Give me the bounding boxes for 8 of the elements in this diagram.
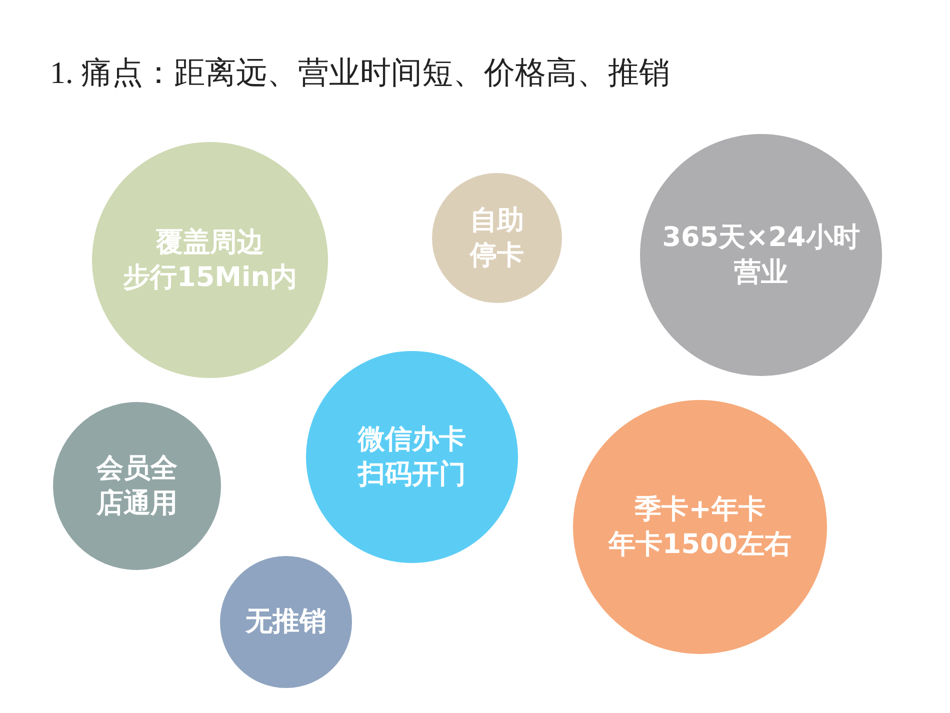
circle-label: 微信办卡扫码开门 (358, 422, 466, 492)
circle-label: 无推销 (246, 605, 326, 640)
circle-label: 自助停卡 (470, 204, 524, 273)
slide-title: 1. 痛点：距离远、营业时间短、价格高、推销 (50, 54, 670, 92)
circle-label: 覆盖周边步行15Min内 (123, 226, 297, 295)
circle-label: 365天×24小时营业 (662, 220, 860, 290)
circle-label: 会员全店通用 (96, 452, 178, 521)
circle-label: 季卡+年卡年卡1500左右 (608, 492, 792, 562)
